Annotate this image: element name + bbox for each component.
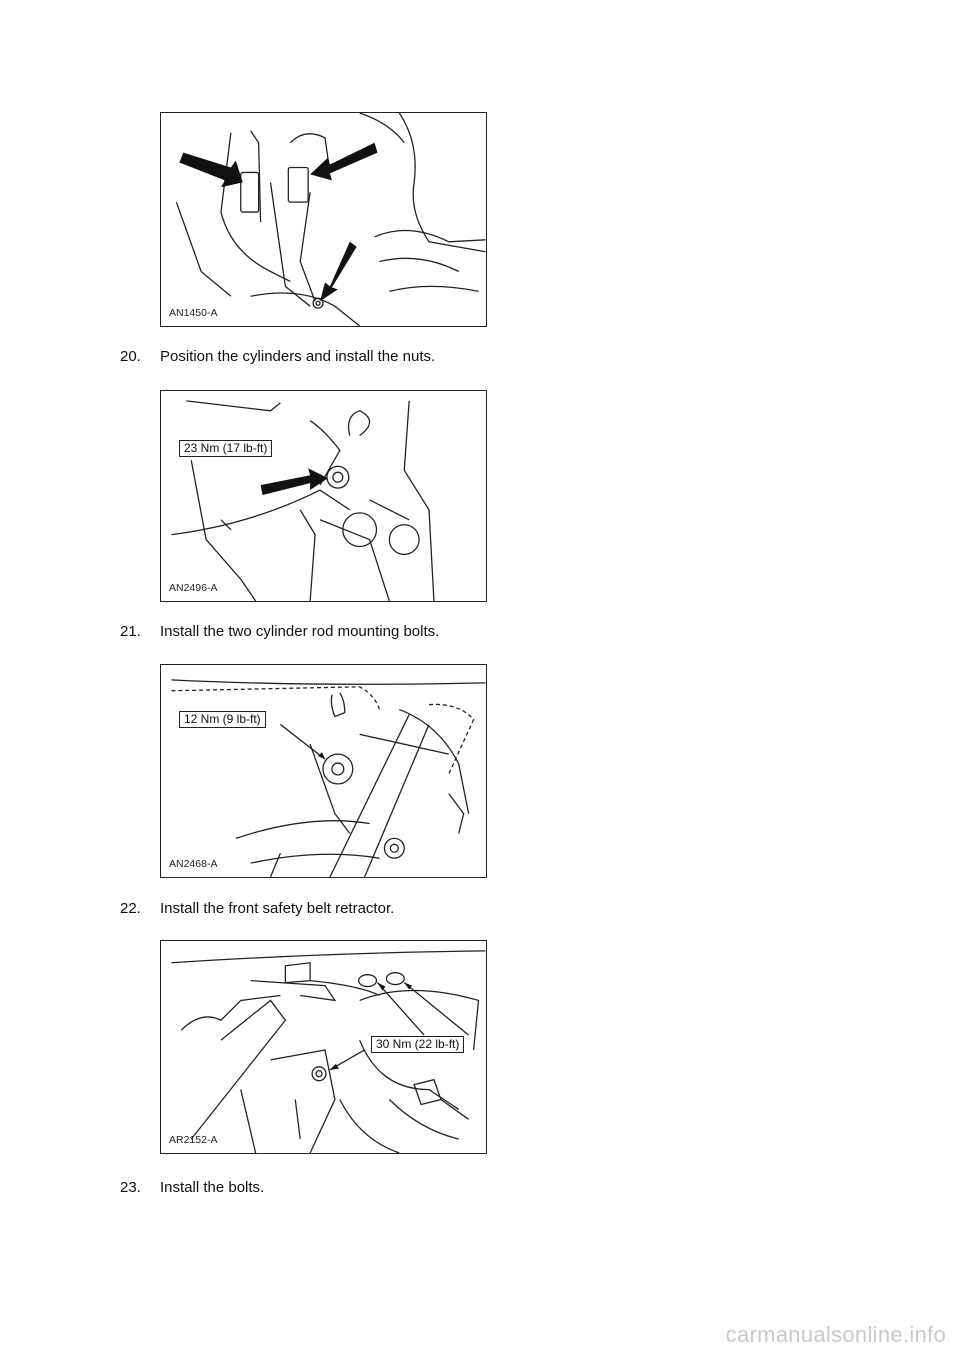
step-number: 22. [120,900,141,917]
step-22: 22. Install the front safety belt retract… [120,900,394,917]
figure-an2496: 23 Nm (17 lb-ft) AN2496-A [160,390,487,602]
figure-id: AN1450-A [169,307,218,319]
illustration-rod-bolts [171,679,486,877]
figure-an2468: 12 Nm (9 lb-ft) AN2468-A [160,664,487,878]
step-number: 20. [120,348,141,365]
step-text: Position the cylinders and install the n… [160,348,436,365]
torque-callout: 12 Nm (9 lb-ft) [179,711,266,728]
step-number: 23. [120,1179,141,1196]
watermark: carmanualsonline.info [725,1322,946,1347]
step-text: Install the two cylinder rod mounting bo… [160,623,440,640]
torque-callout: 23 Nm (17 lb-ft) [179,440,273,457]
step-text: Install the bolts. [160,1179,265,1196]
figure-ar2152: 30 Nm (22 lb-ft) AR2152-A [160,940,487,1154]
step-number: 21. [120,623,141,640]
figure-id: AR2152-A [169,1134,218,1146]
figure-id: AN2496-A [169,582,218,594]
step-23: 23. Install the bolts. [120,1179,264,1196]
step-21: 21. Install the two cylinder rod mounting… [120,623,439,640]
figure-an1450: AN1450-A [160,112,487,327]
torque-callout: 30 Nm (22 lb-ft) [371,1036,465,1053]
step-text: Install the front safety belt retractor. [160,900,395,917]
figure-id: AN2468-A [169,858,218,870]
illustration-belt-retractor [171,950,486,1153]
illustration-connectors [175,113,486,326]
step-20: 20. Position the cylinders and install th… [120,348,435,365]
illustration-cylinder-nut [171,400,435,601]
